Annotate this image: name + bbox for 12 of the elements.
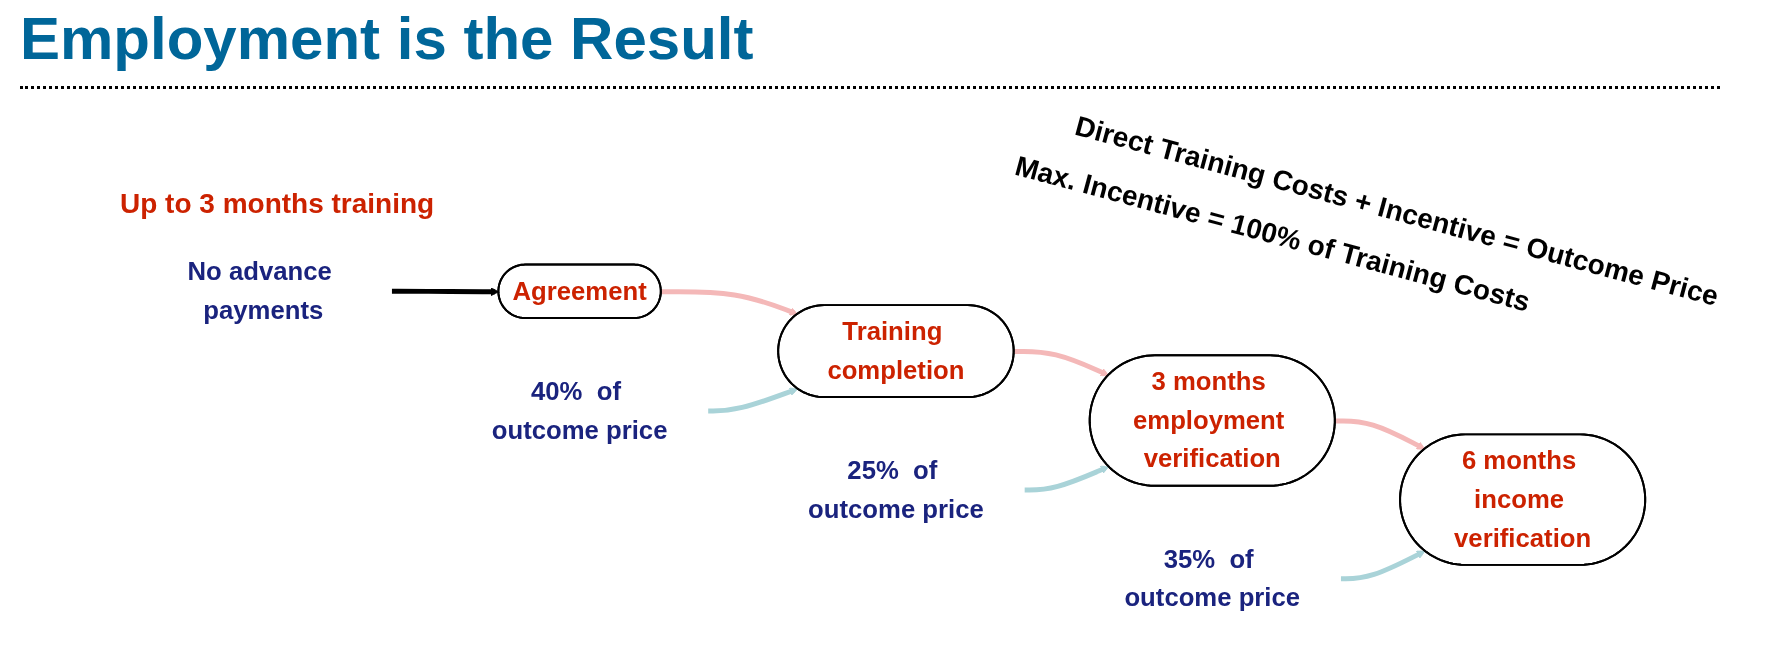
node-text: No advance payments <box>187 256 332 325</box>
arrow <box>1340 550 1426 582</box>
bracket-label: Up to 3 months training <box>120 188 435 220</box>
node-text: 40% of outcome price <box>491 376 668 445</box>
node-text: 35% of outcome price <box>1124 544 1301 613</box>
arrow <box>708 387 799 414</box>
arrow <box>1335 418 1426 450</box>
arrow <box>1024 465 1110 493</box>
arrow <box>661 289 799 316</box>
arrow <box>1014 349 1110 377</box>
node-text: 25% of outcome price <box>808 455 984 524</box>
title: Employment is the Result <box>20 4 754 73</box>
